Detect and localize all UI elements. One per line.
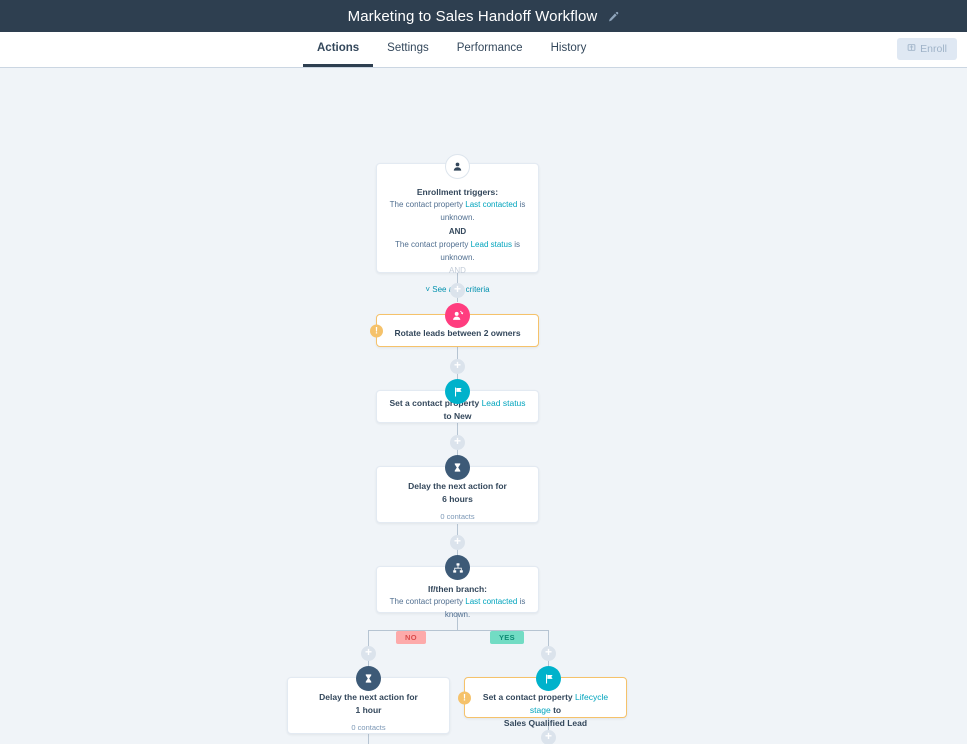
rotate-leads-label: Rotate leads between 2 owners	[394, 328, 521, 339]
action-suffix: to New	[443, 411, 472, 421]
set-lead-status-card[interactable]: Set a contact property Lead status to Ne…	[376, 390, 539, 423]
set-lifecycle-stage-value: Sales Qualified Lead	[503, 718, 588, 729]
branch-label-yes: YES	[490, 631, 524, 644]
criterion-suffix: is unknown.	[440, 200, 526, 222]
property-link[interactable]: Last contacted	[465, 597, 518, 607]
branch-title: If/then branch:	[427, 584, 488, 594]
person-icon[interactable]	[445, 154, 470, 179]
pencil-icon[interactable]	[607, 11, 619, 23]
set-lead-status-label: Set a contact property Lead status to Ne…	[377, 397, 538, 423]
chevron-down-icon: ˅	[425, 284, 431, 294]
add-action-button[interactable]: +	[361, 646, 376, 661]
hourglass-icon[interactable]	[445, 455, 470, 480]
delay-6-hours-label-line2: 6 hours	[442, 494, 473, 505]
branch-icon[interactable]	[445, 555, 470, 580]
tab-bar: Actions Settings Performance History Enr…	[0, 32, 967, 68]
page-title: Marketing to Sales Handoff Workflow	[347, 7, 598, 25]
delay-1-hour-label-line1: Delay the next action for	[319, 692, 418, 702]
enroll-button[interactable]: Enroll	[897, 38, 957, 60]
property-link[interactable]: Lead status	[481, 397, 526, 408]
connector-line	[368, 730, 369, 744]
property-link[interactable]: Lifecycle stage	[529, 692, 609, 716]
tab-history[interactable]: History	[550, 42, 587, 54]
tab-performance[interactable]: Performance	[456, 42, 523, 54]
rotate-owner-icon[interactable]	[445, 303, 470, 328]
enrollment-criterion-2: The contact property Lead status is unkn…	[377, 239, 538, 265]
property-link[interactable]: Last contacted	[465, 200, 518, 210]
enroll-label: Enroll	[920, 43, 947, 55]
workflow-canvas[interactable]: Enrollment triggers: The contact propert…	[0, 68, 967, 744]
warning-icon[interactable]: !	[370, 324, 383, 337]
enrollment-trigger-card[interactable]: Enrollment triggers: The contact propert…	[376, 163, 539, 294]
add-action-button[interactable]: +	[541, 646, 556, 661]
and-operator-faded: AND	[449, 265, 466, 275]
add-action-button[interactable]: +	[450, 359, 465, 374]
tab-list: Actions Settings Performance History	[303, 32, 600, 67]
set-lifecycle-stage-label: Set a contact property Lifecycle stage t…	[465, 691, 626, 717]
if-then-branch-card[interactable]: If/then branch: The contact property Las…	[376, 566, 539, 619]
branch-connector-line	[368, 630, 548, 631]
enroll-icon	[907, 43, 916, 55]
criterion-suffix: is unknown.	[440, 240, 520, 262]
branch-label-no: NO	[396, 631, 426, 644]
and-operator: AND	[448, 226, 467, 236]
add-action-button[interactable]: +	[450, 283, 465, 298]
add-action-button[interactable]: +	[541, 730, 556, 744]
flag-icon[interactable]	[445, 379, 470, 404]
condition-prefix: The contact property	[389, 597, 466, 607]
branch-condition: The contact property Last contacted is k…	[377, 596, 538, 622]
add-action-button[interactable]: +	[450, 535, 465, 550]
action-prefix: Set a contact property	[389, 397, 482, 408]
enrollment-criterion-1: The contact property Last contacted is u…	[377, 199, 538, 225]
warning-icon[interactable]: !	[458, 691, 471, 704]
enrollment-title: Enrollment triggers:	[416, 187, 499, 197]
add-action-button[interactable]: +	[450, 435, 465, 450]
property-link[interactable]: Lead status	[470, 240, 512, 250]
tab-settings[interactable]: Settings	[387, 42, 429, 54]
criterion-prefix: The contact property	[389, 200, 466, 210]
tab-actions[interactable]: Actions	[303, 32, 374, 67]
hourglass-icon[interactable]	[356, 666, 381, 691]
condition-suffix: is known.	[444, 597, 526, 619]
app-header: Marketing to Sales Handoff Workflow	[0, 0, 967, 32]
delay-6-hours-label-line1: Delay the next action for	[408, 481, 507, 491]
criterion-prefix: The contact property	[395, 240, 471, 250]
action-prefix: Set a contact property	[482, 692, 576, 702]
connector-line	[457, 612, 458, 630]
delay-1-hour-label-line2: 1 hour	[355, 705, 382, 716]
flag-icon[interactable]	[536, 666, 561, 691]
delay-1-hour-contacts: 0 contacts	[351, 723, 386, 733]
delay-6-hours-contacts: 0 contacts	[440, 512, 475, 522]
delay-1-hour-card[interactable]: Delay the next action for 1 hour 0 conta…	[287, 677, 450, 734]
action-suffix: to	[550, 705, 562, 716]
